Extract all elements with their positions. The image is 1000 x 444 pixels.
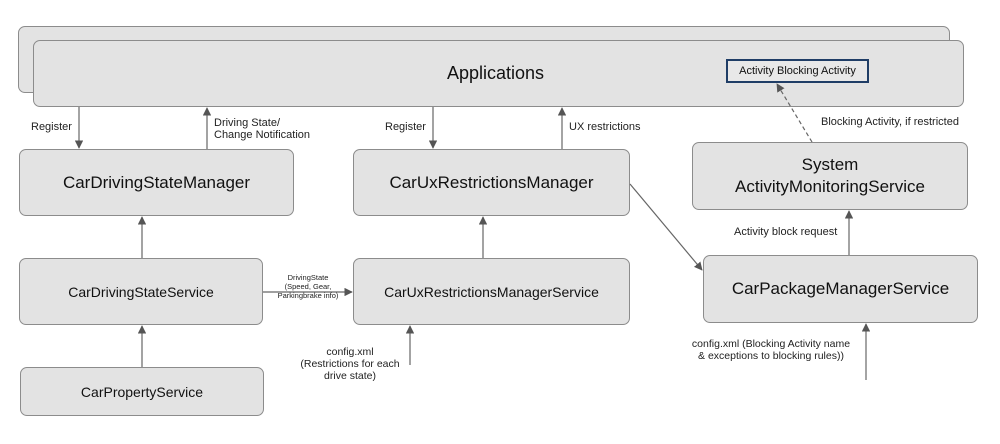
drivingstate-label-2: (Speed, Gear,: [284, 282, 332, 291]
ux-restrictions-label: UX restrictions: [569, 121, 641, 133]
config-right-label: config.xml (Blocking Activity name & exc…: [683, 338, 859, 362]
activity-block-request-label: Activity block request: [734, 226, 838, 238]
config-right-label-2: & exceptions to blocking rules)): [698, 350, 844, 362]
car-driving-state-manager-box: CarDrivingStateManager: [19, 149, 294, 216]
drivingstate-label-1: DrivingState: [287, 273, 329, 282]
car-ux-restrictions-manager-box: CarUxRestrictionsManager: [353, 149, 630, 216]
car-driving-state-service-box: CarDrivingStateService: [19, 258, 263, 325]
driving-state-change-label-1: Driving State/: [214, 117, 281, 129]
system-activity-monitoring-service-label-1: System: [801, 155, 859, 174]
car-driving-state-manager-label: CarDrivingStateManager: [62, 172, 251, 192]
driving-state-change-label-2: Change Notification: [214, 129, 311, 141]
config-mid-label: config.xml (Restrictions for each drive …: [294, 346, 406, 382]
drivingstate-label: DrivingState (Speed, Gear, Parkingbrake …: [265, 273, 351, 300]
applications-title: Applications: [447, 63, 545, 83]
car-property-service-box: CarPropertyService: [20, 367, 264, 416]
car-property-service-label: CarPropertyService: [80, 383, 204, 400]
config-right-label-1: config.xml (Blocking Activity name: [691, 338, 851, 350]
activity-blocking-activity-box: Activity Blocking Activity: [726, 59, 869, 83]
blocking-if-restricted-label: Blocking Activity, if restricted: [821, 116, 959, 128]
register-left-label: Register: [31, 121, 72, 133]
car-ux-restrictions-manager-service-box: CarUxRestrictionsManagerService: [353, 258, 630, 325]
drivingstate-label-3: Parkingbrake info): [277, 291, 339, 300]
config-mid-label-1: config.xml: [326, 346, 374, 358]
car-package-manager-service-box: CarPackageManagerService: [703, 255, 978, 323]
config-mid-label-2: (Restrictions for each: [300, 358, 400, 370]
car-driving-state-service-label: CarDrivingStateService: [68, 283, 214, 300]
system-activity-monitoring-service-box: System ActivityMonitoringService: [692, 142, 968, 210]
register-mid-label: Register: [385, 121, 426, 133]
car-ux-restrictions-manager-label: CarUxRestrictionsManager: [389, 172, 594, 192]
system-activity-monitoring-service-label-2: ActivityMonitoringService: [735, 177, 925, 196]
car-package-manager-service-label: CarPackageManagerService: [731, 279, 950, 298]
ux-to-package-manager-arrow: [629, 183, 703, 271]
blocking-activity-dashed-arrow: [776, 83, 813, 143]
config-mid-label-3: drive state): [324, 370, 376, 382]
car-ux-restrictions-manager-service-label: CarUxRestrictionsManagerService: [384, 283, 599, 300]
